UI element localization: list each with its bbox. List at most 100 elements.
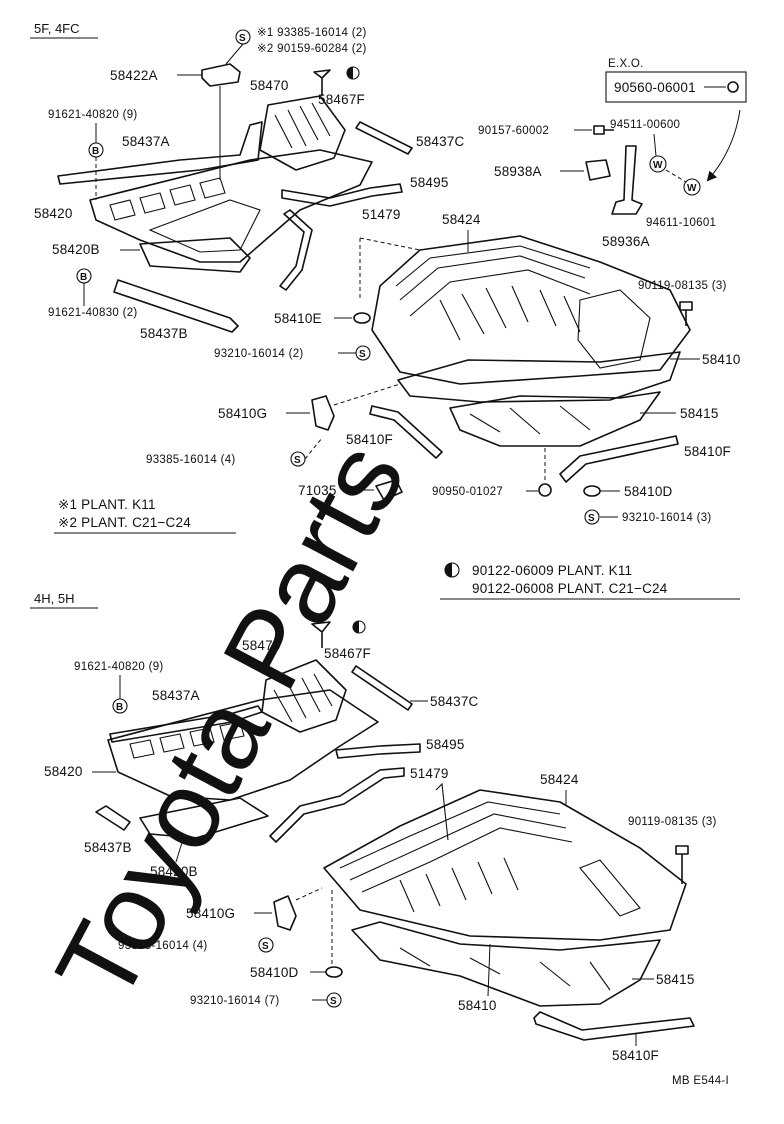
label-91621-40830-2: 91621-40830 (2) — [48, 307, 138, 319]
label-58437B: 58437B — [140, 326, 188, 341]
grommet-icon — [353, 312, 371, 324]
bottom-label-58420: 58420 — [44, 764, 83, 779]
bottom-label-91621-40820-9: 91621-40820 (9) — [74, 661, 164, 673]
part-58424 — [371, 235, 691, 385]
svg-text:S: S — [359, 349, 366, 360]
svg-text:S: S — [330, 996, 337, 1007]
svg-text:S: S — [294, 455, 301, 466]
label-58936A: 58936A — [602, 234, 650, 249]
label-58415: 58415 — [680, 406, 719, 421]
label-91621-40820-9: 91621-40820 (9) — [48, 109, 138, 121]
part-58410F-bottom — [533, 1011, 695, 1041]
svg-text:B: B — [92, 146, 99, 157]
half-note-2: 90122-06008 PLANT. C21−C24 — [472, 581, 668, 596]
nut-icon — [727, 81, 739, 93]
svg-text:S: S — [239, 33, 246, 44]
footnote-2-part: ※2 90159-60284 (2) — [257, 43, 367, 55]
bottom-label-51479: 51479 — [410, 766, 449, 781]
part-58420B-bottom — [139, 797, 269, 839]
footnote-1-part: ※1 93385-16014 (2) — [257, 27, 367, 39]
clip-icon — [538, 483, 552, 497]
label-58495: 58495 — [410, 175, 449, 190]
grommet-icon — [325, 966, 343, 978]
part-58420 — [89, 149, 373, 263]
label-58420: 58420 — [34, 206, 73, 221]
bottom-label-90119-08135-3: 90119-08135 (3) — [628, 816, 717, 828]
bottom-label-58410F: 58410F — [612, 1048, 659, 1063]
w-symbol-icon — [649, 155, 667, 173]
svg-text:S: S — [262, 941, 269, 952]
part-58410 — [397, 351, 681, 403]
svg-text:B: B — [80, 272, 87, 283]
bolt-icon — [675, 845, 689, 884]
figure-code: MB E544-I — [672, 1075, 729, 1087]
bottom-label-58437B: 58437B — [84, 840, 132, 855]
part-58437C — [355, 121, 413, 155]
label-93385-16014-4: 93385-16014 (4) — [146, 454, 236, 466]
exo-arrow — [706, 109, 741, 182]
label-58437A: 58437A — [122, 134, 170, 149]
wing-bolt-icon — [311, 621, 331, 648]
bottom-label-93385-16014-4: 93385-16014 (4) — [118, 940, 208, 952]
part-58437C-bottom — [351, 665, 413, 711]
label-58410G: 58410G — [218, 406, 267, 421]
label-71035: 71035 — [298, 483, 337, 498]
part-71035 — [375, 479, 403, 501]
wing-bolt-icon — [313, 69, 331, 96]
part-58424-bottom — [323, 789, 687, 941]
part-58495 — [281, 183, 403, 207]
part-51479-bottom — [269, 767, 405, 843]
label-93210-16014-3: 93210-16014 (3) — [622, 512, 712, 524]
label-58467F: 58467F — [318, 92, 365, 107]
part-58410F-right — [559, 435, 679, 483]
svg-text:W: W — [653, 160, 663, 171]
plant-note-1: ※1 PLANT. K11 — [58, 497, 156, 512]
label-93210-16014-2: 93210-16014 (2) — [214, 348, 304, 360]
top-section: 5F, 4FC S ※1 93385-16014 (2) ※2 90159-60… — [30, 21, 747, 600]
label-58410E: 58410E — [274, 311, 322, 326]
bottom-section-title: 4H, 5H — [34, 591, 74, 606]
part-58437B — [113, 279, 239, 333]
part-58420B — [139, 237, 251, 273]
part-58936A — [611, 145, 643, 215]
exo-box — [605, 71, 747, 103]
label-58410F-left: 58410F — [346, 432, 393, 447]
bolt-icon — [679, 301, 693, 326]
bottom-label-58415: 58415 — [656, 972, 695, 987]
bottom-label-58410D: 58410D — [250, 965, 299, 980]
part-58422A — [201, 63, 241, 87]
w-symbol-icon — [683, 178, 701, 196]
exo-title: E.X.O. — [608, 58, 644, 70]
label-58410F-right: 58410F — [684, 444, 731, 459]
part-58410G — [311, 395, 335, 431]
half-note-1: 90122-06009 PLANT. K11 — [472, 563, 632, 578]
label-58420B: 58420B — [52, 242, 100, 257]
s-symbol-icon — [584, 509, 600, 525]
bottom-label-58410G: 58410G — [186, 906, 235, 921]
label-58424: 58424 — [442, 212, 481, 227]
label-58938A: 58938A — [494, 164, 542, 179]
part-58437B-bottom — [95, 805, 131, 831]
bottom-label-58467F: 58467F — [324, 646, 371, 661]
part-58470 — [259, 95, 346, 171]
bottom-label-93210-16014-7: 93210-16014 (7) — [190, 995, 280, 1007]
label-51479: 51479 — [362, 207, 401, 222]
top-section-title: 5F, 4FC — [34, 21, 80, 36]
grommet-icon — [583, 485, 601, 497]
svg-text:W: W — [687, 183, 697, 194]
bottom-label-58495: 58495 — [426, 737, 465, 752]
bottom-section: 4H, 5H 58470 58467F 91621-40820 (9) B 58… — [30, 591, 717, 1063]
part-58410G-bottom — [273, 895, 297, 931]
label-58470: 58470 — [250, 78, 289, 93]
bottom-label-58410: 58410 — [458, 998, 497, 1013]
label-90950-01027: 90950-01027 — [432, 486, 503, 498]
label-90560-06001: 90560-06001 — [614, 80, 696, 95]
bottom-label-58437C: 58437C — [430, 694, 479, 709]
bottom-label-58420B: 58420B — [150, 864, 198, 879]
part-58938A — [585, 159, 611, 181]
part-58415-bottom — [351, 921, 661, 1007]
label-94611-10601: 94611-10601 — [646, 217, 716, 229]
svg-text:B: B — [116, 702, 123, 713]
label-94511-00600: 94511-00600 — [610, 119, 680, 131]
